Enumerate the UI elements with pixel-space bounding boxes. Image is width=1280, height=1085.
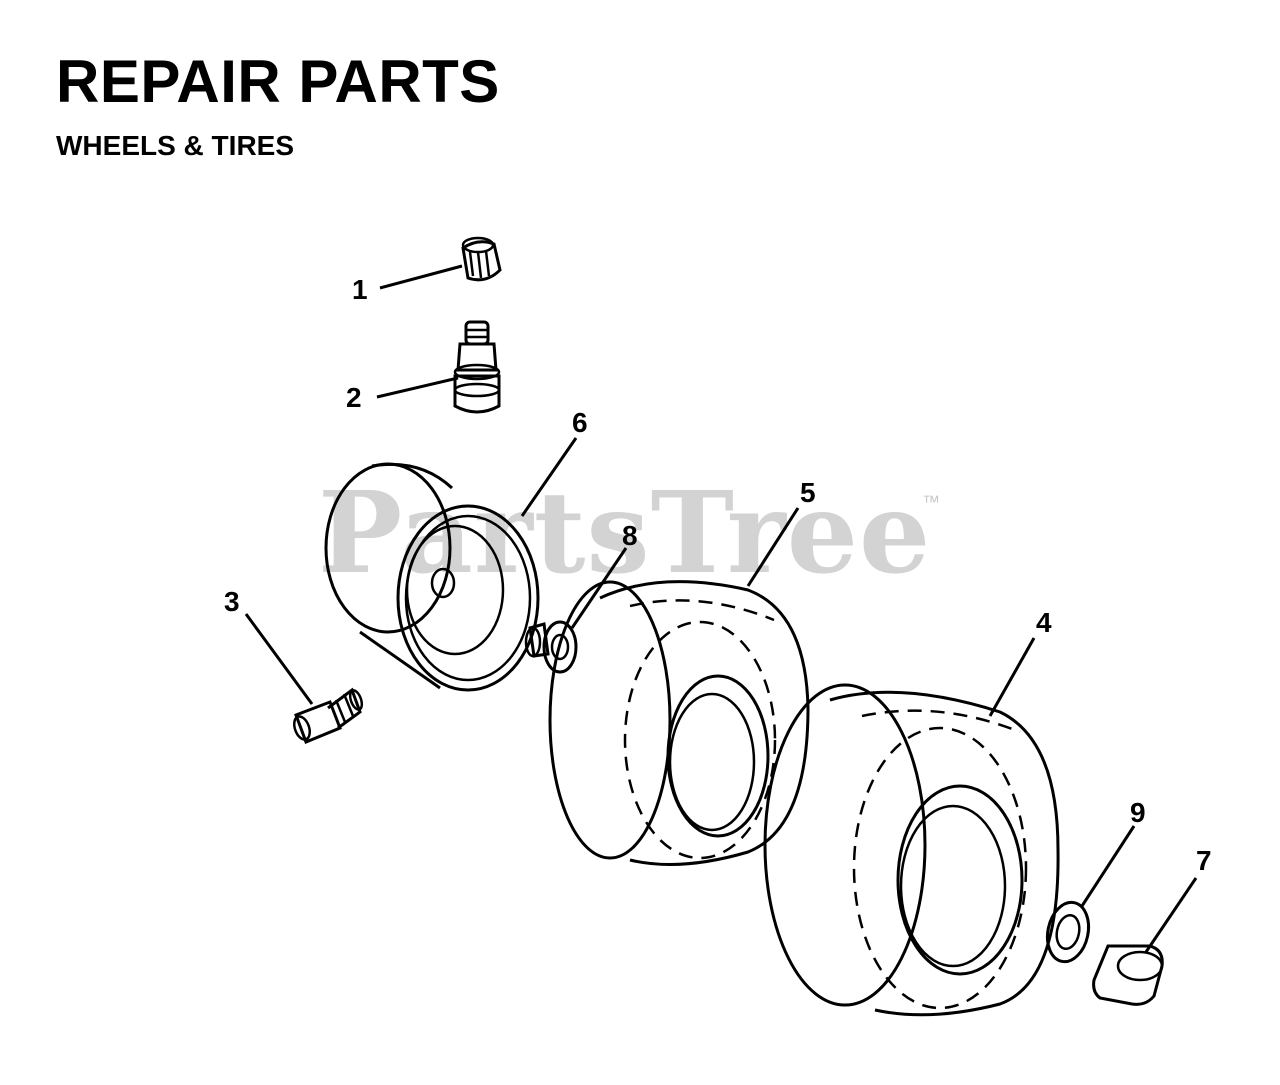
leader-1: [379, 264, 463, 290]
callout-9: 9: [1130, 797, 1146, 828]
callout-2: 2: [346, 382, 362, 413]
callout-8: 8: [622, 520, 638, 551]
part-rear-tire[interactable]: [763, 683, 1060, 1017]
callout-6: 6: [572, 407, 588, 438]
part-hub-cap[interactable]: [1092, 944, 1164, 1006]
leader-5: [746, 507, 800, 587]
callout-4: 4: [1036, 607, 1052, 638]
leader-9: [1080, 825, 1136, 907]
part-spacer[interactable]: [524, 620, 578, 674]
leader-7: [1144, 877, 1198, 953]
callout-3: 3: [224, 586, 240, 617]
leader-3: [244, 613, 314, 705]
section-subtitle: WHEELS & TIRES: [56, 130, 295, 161]
part-valve-cap[interactable]: [461, 236, 502, 282]
part-valve-stem[interactable]: [453, 320, 501, 414]
leader-8: [570, 547, 628, 629]
callout-1: 1: [352, 274, 368, 305]
part-wheel-rim[interactable]: [324, 462, 540, 692]
watermark-logo: PartsTree: [318, 468, 932, 599]
callout-7: 7: [1196, 845, 1212, 876]
part-wheel-bolt[interactable]: [291, 687, 364, 744]
part-front-tire[interactable]: [548, 580, 810, 866]
callout-5: 5: [800, 477, 816, 508]
part-washer[interactable]: [1042, 898, 1094, 965]
watermark-trademark: ™: [922, 492, 940, 512]
leader-6: [520, 437, 578, 517]
leader-4: [988, 637, 1036, 717]
leader-2: [376, 376, 459, 399]
page-title: REPAIR PARTS: [56, 48, 500, 115]
